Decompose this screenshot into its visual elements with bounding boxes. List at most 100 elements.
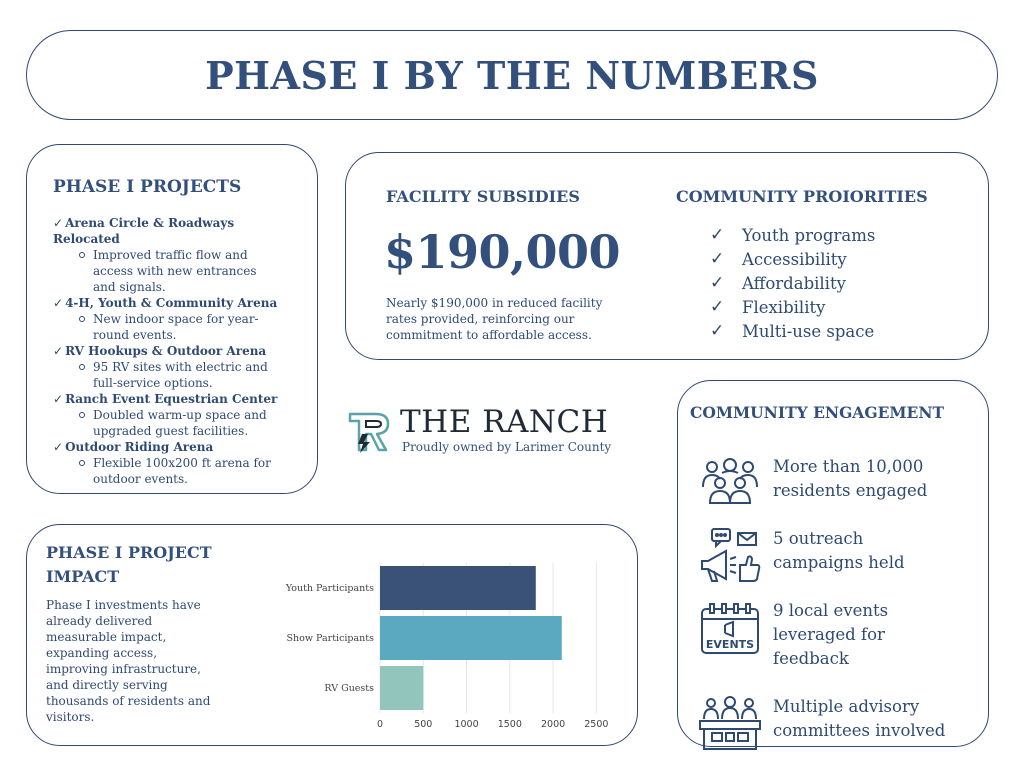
engagement-heading: COMMUNITY ENGAGEMENT [690,403,945,422]
check-icon: ✓ [53,392,64,406]
impact-text: Phase I investments have already deliver… [46,597,236,725]
chart-bar [380,666,424,710]
outreach-megaphone-icon [701,528,761,582]
list-item: ✓Arena Circle & Roadways Relocated Impro… [53,215,303,295]
subsidies-amount: $190,000 [384,225,621,279]
engagement-text: 9 local events leveraged for feedback [773,599,983,671]
page-title: PHASE I BY THE NUMBERS [205,53,819,98]
engagement-panel: COMMUNITY ENGAGEMENT More than 10,000 re… [677,380,989,750]
priorities-list: ✓Youth programs ✓Accessibility ✓Affordab… [710,223,875,343]
engagement-text-line: Multiple advisory [773,697,920,716]
list-item: ✓RV Hookups & Outdoor Arena 95 RV sites … [53,343,303,391]
project-desc: round events. [93,328,177,342]
project-title: ✓Arena Circle & Roadways [53,216,235,230]
project-title: ✓4-H, Youth & Community Arena [53,296,278,310]
subsidies-note-line: Nearly $190,000 in reduced facility [386,296,603,310]
project-title: ✓Ranch Event Equestrian Center [53,392,278,406]
events-icon-label: EVENTS [706,638,754,651]
logo-tagline: Proudly owned by Larimer County [402,440,612,454]
list-item: ✓4-H, Youth & Community Arena New indoor… [53,295,303,343]
impact-heading-line: PHASE I PROJECT [46,543,212,562]
impact-text-line: visitors. [46,710,95,724]
impact-text-line: expanding access, [46,646,158,660]
impact-text-line: Phase I investments have [46,598,201,612]
title-banner: PHASE I BY THE NUMBERS [26,30,998,120]
chart-tick-label: 1000 [454,719,478,730]
subsidies-priorities-panel: FACILITY SUBSIDIES $190,000 Nearly $190,… [345,152,989,360]
project-title-cont: Relocated [53,232,120,246]
check-icon: ✓ [53,216,64,230]
ranch-logo: THE RANCH Proudly owned by Larimer Count… [346,404,638,460]
engagement-item: 5 outreach campaigns held [698,527,978,587]
check-icon: ✓ [53,296,64,310]
project-desc: and signals. [93,280,166,294]
impact-text-line: improving infrastructure, [46,662,201,676]
impact-text-line: measurable impact, [46,630,167,644]
project-desc: full-service options. [93,376,213,390]
project-desc: Improved traffic flow and [53,247,303,263]
chart-tick-label: 0 [377,719,383,730]
check-icon: ✓ [710,225,725,245]
engagement-text-line: leveraged for [773,625,885,644]
advisory-committee-icon [699,696,761,750]
project-title: ✓RV Hookups & Outdoor Arena [53,344,267,358]
chart-bar [380,566,536,610]
chart-bar [380,616,562,660]
chart-tick-label: 1500 [498,719,522,730]
subsidies-note-line: commitment to affordable access. [386,328,592,342]
chart-tick-label: 500 [414,719,432,730]
project-desc: Doubled warm-up space and [53,407,303,423]
engagement-text-line: campaigns held [773,553,905,572]
engagement-text-line: residents engaged [773,481,928,500]
engagement-item: More than 10,000 residents engaged [698,455,978,515]
project-desc: Flexible 100x200 ft arena for [53,455,303,471]
project-desc: New indoor space for year- [53,311,303,327]
chart-category-label: Youth Participants [285,583,374,594]
check-icon: ✓ [710,321,725,341]
engagement-text-line: feedback [773,649,849,668]
impact-heading-line: IMPACT [46,567,120,586]
bullet-icon [79,364,85,370]
engagement-text-line: 5 outreach [773,529,864,548]
list-item: ✓Accessibility [710,249,847,269]
chart-tick-label: 2500 [584,719,608,730]
check-icon: ✓ [710,273,725,293]
subsidies-note-line: rates provided, reinforcing our [386,312,575,326]
impact-heading: PHASE I PROJECT IMPACT [46,541,256,589]
project-desc: access with new entrances [93,264,257,278]
engagement-text-line: committees involved [773,721,946,740]
engagement-text-line: More than 10,000 [773,457,924,476]
chart-category-label: Show Participants [287,633,375,644]
engagement-item: Multiple advisory committees involved [698,695,978,750]
ranch-logo-icon [348,412,390,453]
bullet-icon [79,252,85,258]
engagement-text: 5 outreach campaigns held [773,527,983,575]
list-item: ✓Multi-use space [710,321,875,341]
impact-text-line: thousands of residents and [46,694,211,708]
check-icon: ✓ [53,344,64,358]
projects-heading: PHASE I PROJECTS [53,177,242,197]
project-title: ✓Outdoor Riding Arena [53,440,214,454]
check-icon: ✓ [53,440,64,454]
impact-text-line: and directly serving [46,678,168,692]
bullet-icon [79,316,85,322]
list-item: ✓Flexibility [710,297,826,317]
list-item: ✓Youth programs [710,225,876,245]
engagement-text: More than 10,000 residents engaged [773,455,983,503]
project-desc: upgraded guest facilities. [93,424,249,438]
events-calendar-icon: EVENTS [701,603,759,654]
chart-category-label: RV Guests [324,683,374,694]
engagement-text-line: 9 local events [773,601,889,620]
bullet-icon [79,460,85,466]
engagement-text: Multiple advisory committees involved [773,695,983,743]
project-desc: outdoor events. [93,472,188,486]
check-icon: ✓ [710,297,725,317]
projects-list: ✓Arena Circle & Roadways Relocated Impro… [53,215,303,487]
priorities-heading: COMMUNITY PROIORITIES [676,187,928,206]
project-desc: 95 RV sites with electric and [53,359,303,375]
impact-text-line: already delivered [46,614,153,628]
subsidies-note: Nearly $190,000 in reduced facility rate… [386,295,636,343]
engagement-item: EVENTS 9 local events leveraged for feed… [698,599,978,675]
check-icon: ✓ [710,249,725,269]
